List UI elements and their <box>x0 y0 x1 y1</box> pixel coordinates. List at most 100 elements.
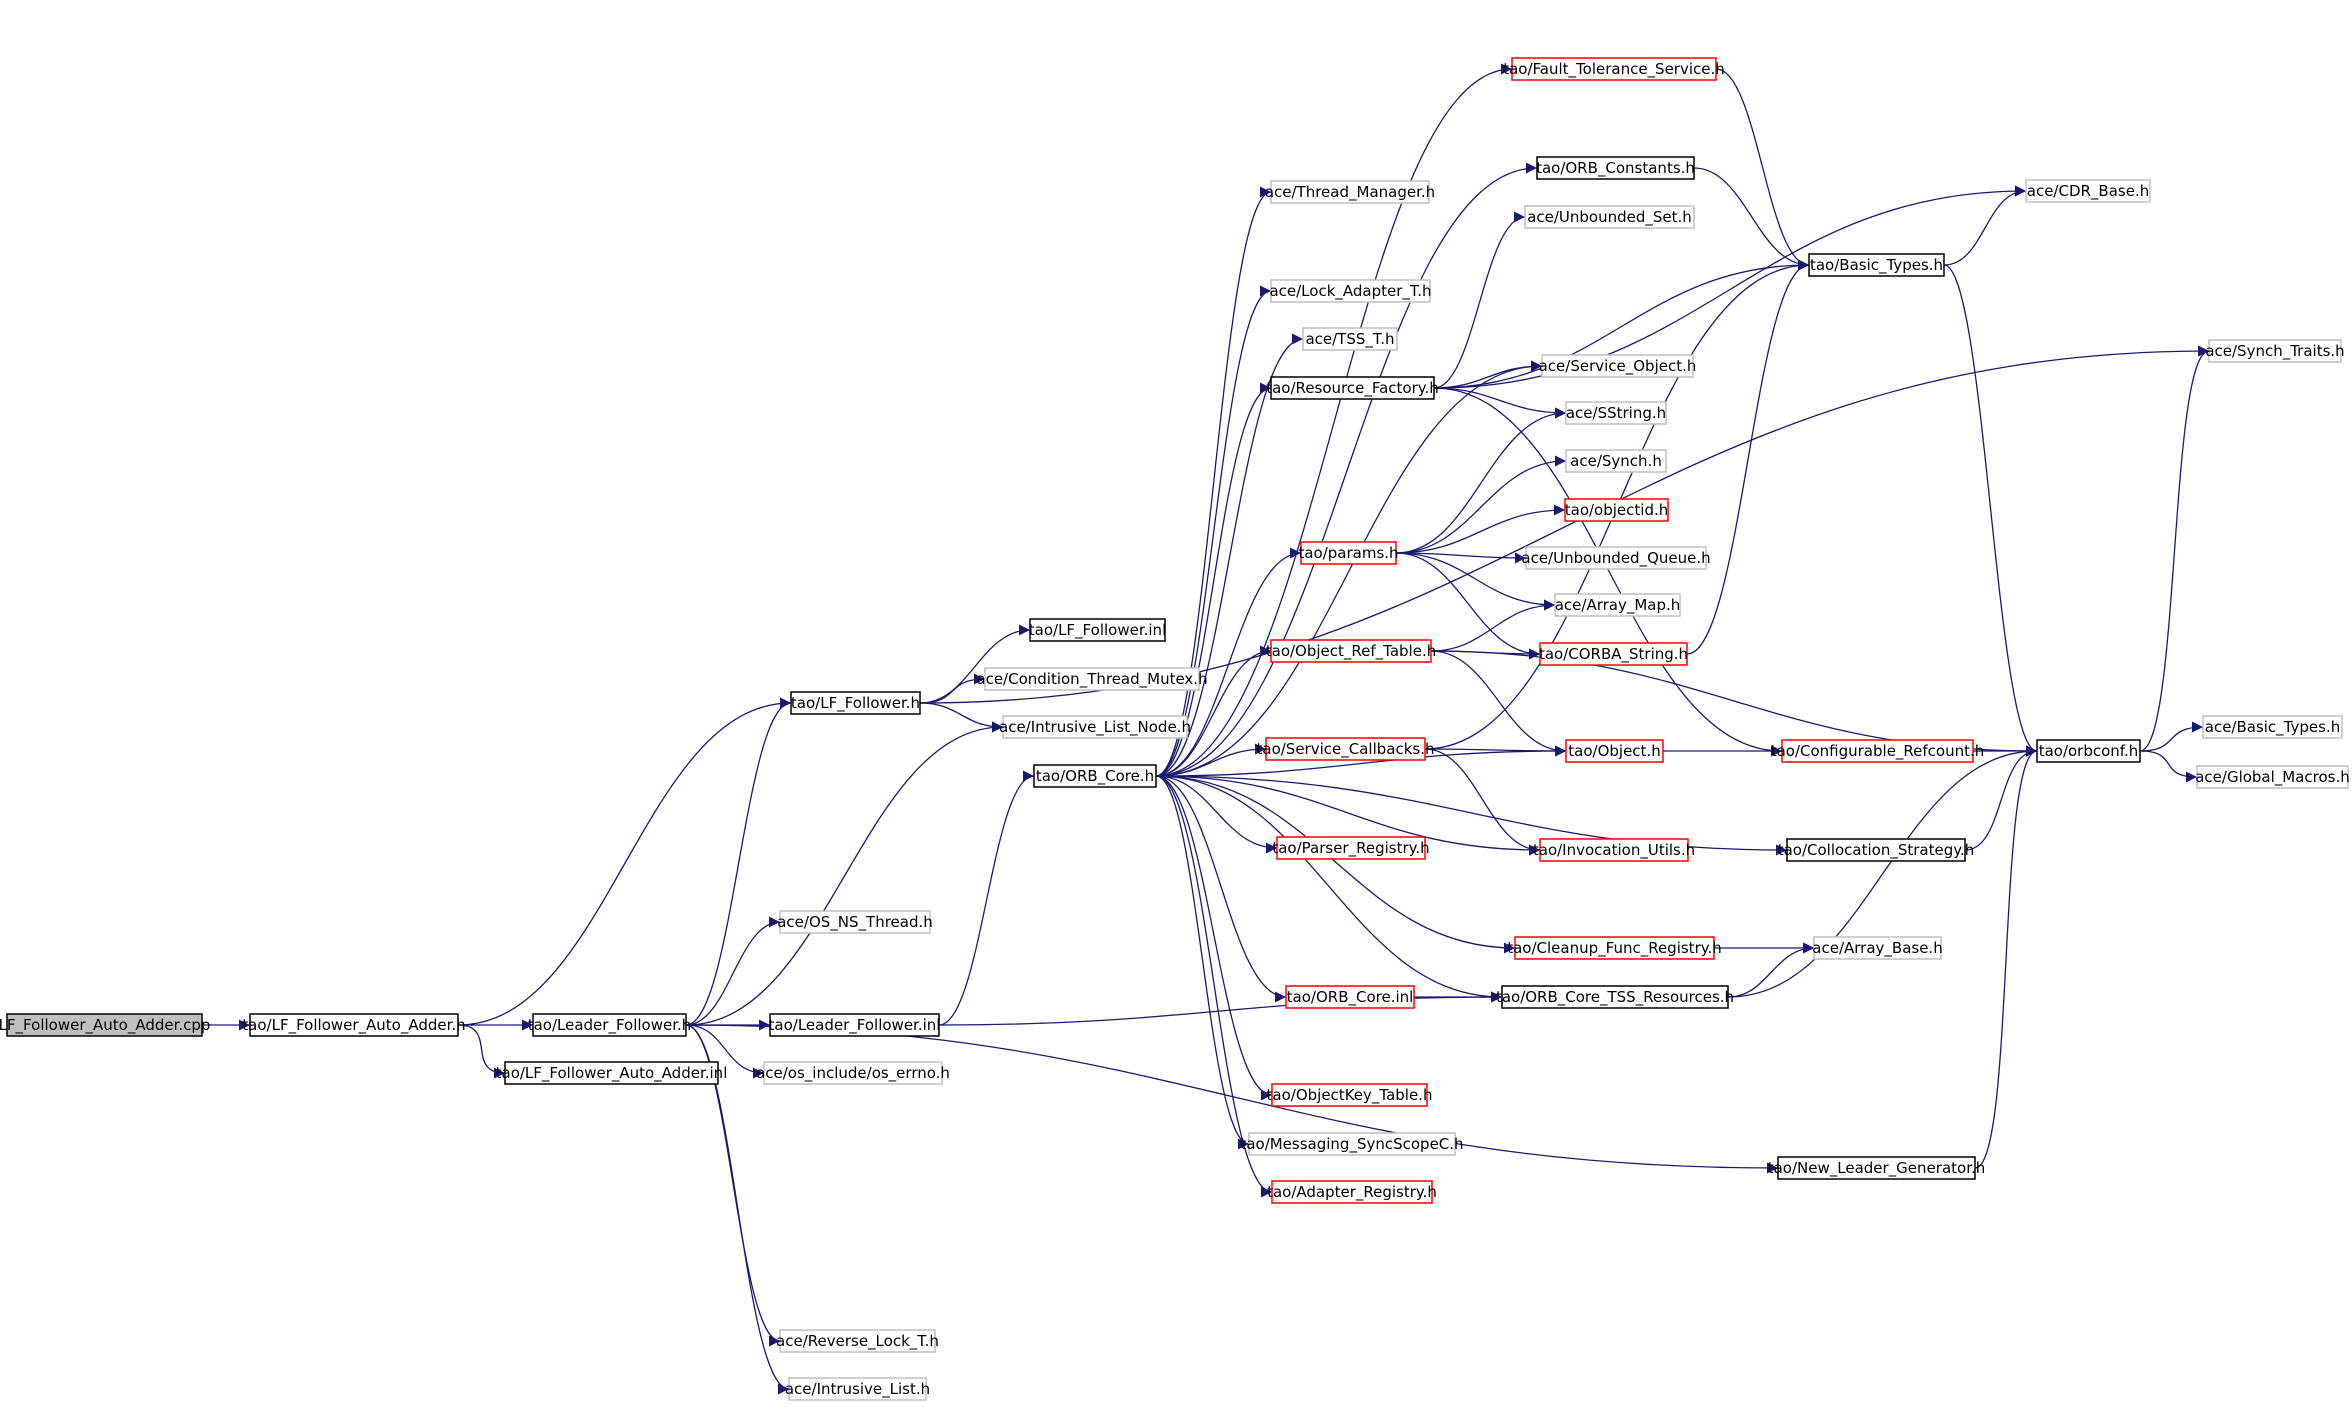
graph-node: ace/Thread_Manager.h <box>1265 180 1435 204</box>
node-label: ace/Lock_Adapter_T.h <box>1269 282 1431 301</box>
node-box <box>1539 642 1688 666</box>
include-edge <box>1155 775 1273 1101</box>
graph-node: ace/Array_Map.h <box>1554 593 1681 617</box>
node-box <box>1525 546 1707 570</box>
graph-node: ace/Synch.h <box>1565 449 1667 473</box>
include-edge <box>1155 775 1273 1198</box>
include-edge <box>1430 650 1567 757</box>
node-label: tao/Parser_Registry.h <box>1272 839 1429 858</box>
include-edge <box>1155 63 1513 777</box>
graph-node: tao/Collocation_Strategy.h <box>1778 838 1975 862</box>
include-edge <box>1155 775 1278 854</box>
graph-node: ace/Condition_Thread_Mutex.h <box>976 667 1208 691</box>
graph-node: tao/LF_Follower_Auto_Adder.inl <box>496 1061 728 1085</box>
graph-node: ace/SString.h <box>1565 401 1667 425</box>
include-edge <box>1155 382 1272 777</box>
graph-node: tao/ORB_Core_TSS_Resources.h <box>1496 985 1734 1009</box>
include-edge <box>1155 775 1503 1003</box>
include-edge <box>1433 211 1526 389</box>
node-label: ace/os_include/os_errno.h <box>756 1064 950 1083</box>
node-label: tao/Leader_Follower.h <box>528 1016 692 1035</box>
node-label: tao/Cleanup_Func_Registry.h <box>1507 939 1722 958</box>
node-box <box>1813 936 1942 960</box>
include-edge <box>1715 68 1810 271</box>
node-box <box>1300 541 1397 565</box>
graph-node: tao/objectid.h <box>1564 498 1669 522</box>
graph-node: tao/Leader_Follower.inl <box>769 1013 940 1037</box>
include-edge <box>685 697 792 1026</box>
node-label: tao/orbconf.h <box>2039 742 2139 760</box>
include-edge <box>1155 285 1272 777</box>
include-edge <box>1155 360 1543 777</box>
graph-node: tao/params.h <box>1298 541 1399 565</box>
node-label: ace/SString.h <box>1566 404 1666 422</box>
graph-node: ace/Intrusive_List.h <box>785 1377 930 1401</box>
node-box <box>779 1329 936 1353</box>
node-box <box>984 667 1200 691</box>
node-box <box>1541 354 1694 378</box>
graph-node: ace/Reverse_Lock_T.h <box>776 1329 939 1353</box>
node-label: tao/Basic_Types.h <box>1810 256 1943 275</box>
node-label: ace/Synch_Traits.h <box>2205 342 2344 361</box>
graph-node: ace/CDR_Base.h <box>2025 179 2151 203</box>
node-label: tao/LF_Follower.h <box>791 694 920 713</box>
include-edge <box>1974 745 2038 1169</box>
graph-node: tao/Object.h <box>1565 739 1664 763</box>
graph-node: ace/Unbounded_Set.h <box>1524 205 1695 229</box>
include-edge <box>1395 552 1541 660</box>
include-edge <box>2139 345 2210 752</box>
graph-node: ace/Global_Macros.h <box>2195 765 2350 789</box>
node-box <box>1270 180 1430 204</box>
graph-node: tao/ORB_Core.h <box>1033 764 1157 788</box>
node-label: ace/Condition_Thread_Mutex.h <box>976 670 1207 689</box>
node-box <box>1302 327 1398 351</box>
include-edge <box>1430 599 1556 652</box>
include-edge <box>1433 259 1810 389</box>
graph-node: tao/Cleanup_Func_Registry.h <box>1507 936 1722 960</box>
node-box <box>1564 498 1669 522</box>
node-label: ace/Thread_Manager.h <box>1265 183 1435 202</box>
include-edge <box>919 624 1031 704</box>
node-label: tao/Collocation_Strategy.h <box>1778 841 1975 860</box>
include-edge <box>2139 721 2204 752</box>
node-box <box>1285 985 1415 1009</box>
node-box <box>763 1061 943 1085</box>
node-label: tao/Object_Ref_Table.h <box>1266 642 1436 661</box>
node-box <box>1029 618 1166 642</box>
graph-node: tao/ORB_Constants.h <box>1536 156 1695 180</box>
node-label: tao/ORB_Core_TSS_Resources.h <box>1496 988 1734 1007</box>
include-edge <box>919 702 1004 733</box>
node-label: tao/Fault_Tolerance_Service.h <box>1503 60 1725 79</box>
include-edge <box>1433 360 1543 389</box>
node-box <box>1511 57 1717 81</box>
include-edge <box>685 721 1004 1026</box>
node-label: tao/Configurable_Refcount.h <box>1771 742 1985 761</box>
include-edge <box>1155 645 1272 777</box>
node-box <box>779 910 931 934</box>
node-label: ace/Service_Object.h <box>1539 357 1697 376</box>
graph-node: tao/orbconf.h <box>2036 739 2141 763</box>
node-label: tao/ORB_Constants.h <box>1536 159 1695 178</box>
graph-node: tao/Adapter_Registry.h <box>1267 1180 1437 1204</box>
node-label: tao/LF_Follower_Auto_Adder.inl <box>496 1064 728 1083</box>
graph-node: tao/LF_Follower.inl <box>1029 618 1166 642</box>
include-edge <box>457 1024 506 1079</box>
node-label: ace/Unbounded_Set.h <box>1527 208 1692 227</box>
include-edge <box>1424 748 1541 856</box>
node-box <box>1248 1132 1456 1156</box>
node-box <box>1539 838 1689 862</box>
node-box <box>1501 985 1729 1009</box>
graph-node: ace/os_include/os_errno.h <box>756 1061 950 1085</box>
node-box <box>504 1061 719 1085</box>
node-box <box>1786 838 1966 862</box>
include-edge <box>1943 185 2027 266</box>
node-box <box>1808 253 1945 277</box>
node-box <box>1002 715 1188 739</box>
include-edge <box>1155 162 1538 777</box>
graph-node: LF_Follower_Auto_Adder.cpp <box>0 1013 210 1037</box>
include-edge <box>1943 264 2038 757</box>
graph-node: tao/Messaging_SyncScopeC.h <box>1240 1132 1464 1156</box>
node-label: tao/LF_Follower.inl <box>1029 621 1166 640</box>
include-edge <box>685 1024 790 1395</box>
